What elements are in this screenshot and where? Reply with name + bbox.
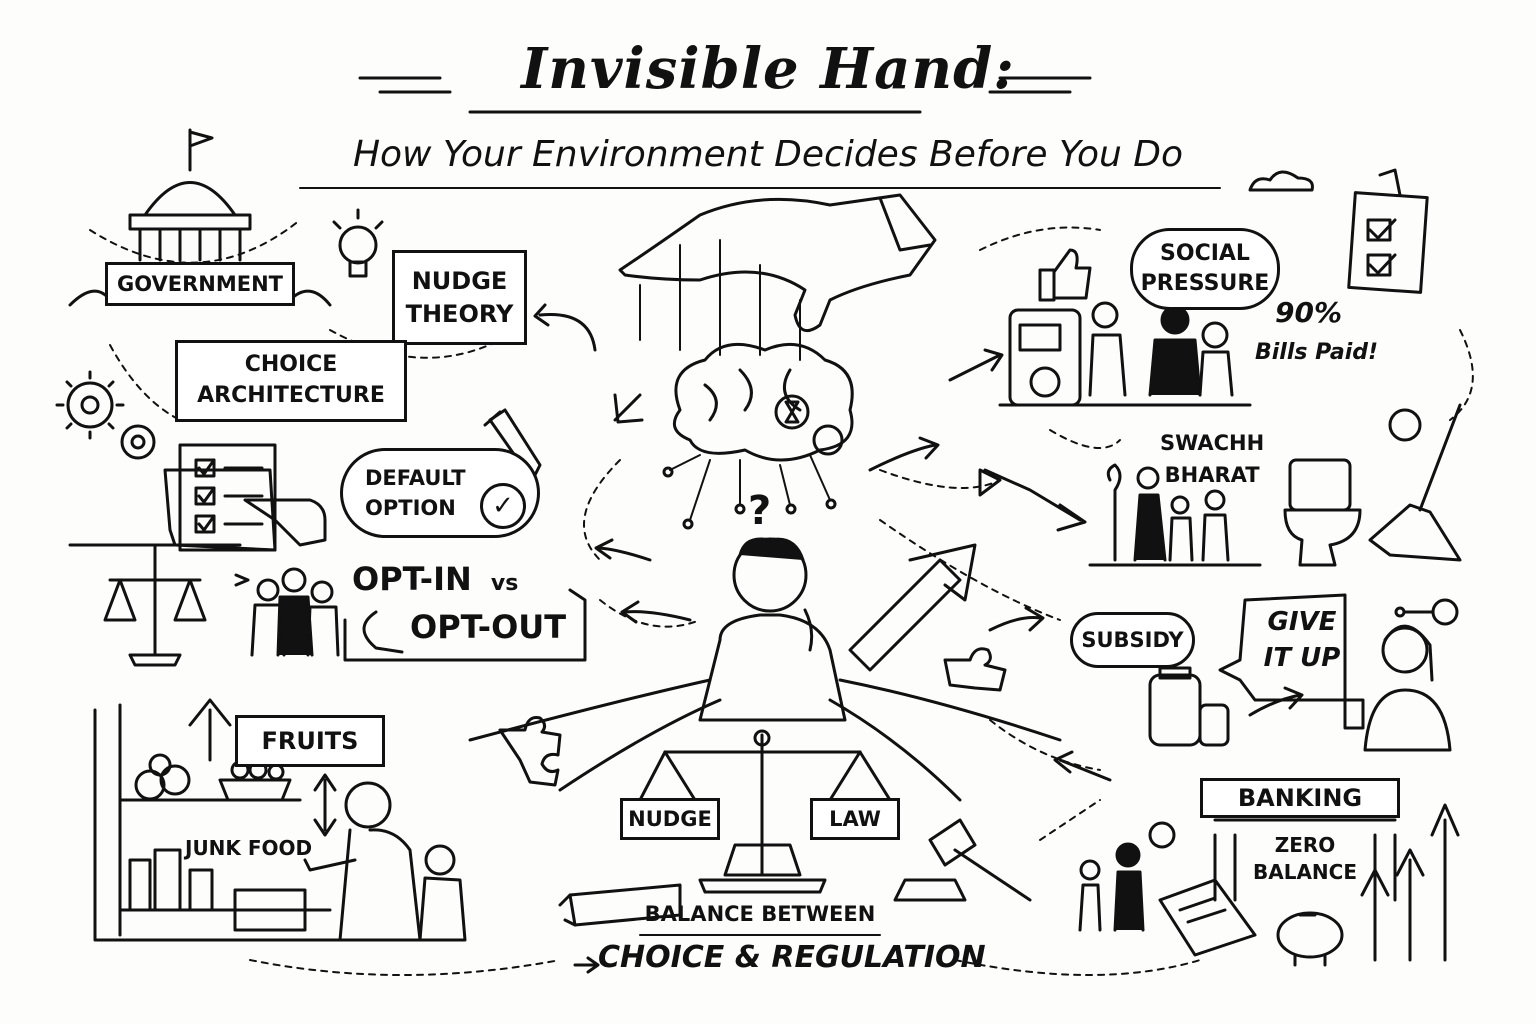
swachh-line1: SWACHH (1160, 428, 1264, 460)
give-it-up-line2: IT UP (1262, 640, 1342, 676)
checkmark-circle-icon: ✓ (480, 483, 526, 529)
puppeteer-hand-icon (620, 195, 935, 360)
subsidy-bubble: SUBSIDY (1070, 612, 1195, 668)
people-group-icon (252, 569, 338, 655)
gears-icon (57, 372, 154, 458)
nudge-theory-line1: NUDGE (412, 265, 508, 297)
key-icon (1396, 600, 1457, 624)
piggy-bank-icon (1278, 913, 1342, 965)
growth-arrows-icon (1362, 805, 1458, 960)
banking-banner: BANKING (1200, 778, 1400, 818)
checklist-icon (1349, 170, 1427, 292)
government-label: GOVERNMENT (117, 272, 283, 296)
woman-smartphone-icon (1345, 626, 1450, 750)
page-title: Invisible Hand: (0, 36, 1536, 102)
balance-caption-line1: BALANCE BETWEEN (640, 902, 880, 926)
fruits-label: FRUITS (262, 727, 359, 755)
government-banner: GOVERNMENT (105, 262, 295, 306)
give-it-up-label: GIVE IT UP (1262, 604, 1342, 677)
signpost-icon (850, 545, 975, 670)
broom-icon (1370, 405, 1460, 560)
question-mark: ? (748, 488, 771, 534)
road-right (840, 680, 1060, 740)
small-scale-icon (70, 545, 240, 665)
law-scale-label: LAW (829, 807, 881, 831)
road-right-edge (830, 700, 960, 800)
opt-curve-arrow (364, 612, 402, 652)
swachh-line2: BHARAT (1160, 460, 1264, 492)
give-it-up-line1: GIVE (1262, 604, 1342, 640)
nudge-theory-sign: NUDGE THEORY (392, 250, 527, 345)
puzzle-piece-icon-right (945, 649, 1005, 690)
subsidy-label: SUBSIDY (1081, 628, 1183, 652)
opt-out-label: OPT-OUT (410, 608, 566, 646)
balance-caption-line2: CHOICE & REGULATION (598, 940, 938, 975)
checklist-clipboard-icon (165, 445, 325, 550)
page-subtitle: How Your Environment Decides Before You … (0, 134, 1536, 175)
gas-cylinder-icon (1150, 668, 1228, 745)
zero-balance-line1: ZERO (1240, 832, 1370, 859)
zero-balance-label: ZERO BALANCE (1240, 832, 1370, 886)
choice-architecture-line1: CHOICE (245, 350, 338, 381)
crowd-icon (1000, 303, 1250, 405)
default-option-line2: OPTION (365, 493, 456, 523)
nudge-scale-pan: NUDGE (620, 798, 720, 840)
law-scale-pan: LAW (810, 798, 900, 840)
gavel-icon (895, 820, 1030, 900)
choice-architecture-box: CHOICE ARCHITECTURE (175, 340, 407, 422)
puzzle-piece-icon (500, 718, 560, 786)
shopper-person-icon (305, 783, 465, 940)
social-pressure-bubble: SOCIAL PRESSURE (1130, 228, 1280, 310)
junk-food-label: JUNK FOOD (185, 836, 312, 860)
bills-paid-label: Bills Paid! (1255, 340, 1378, 365)
fruits-sign: FRUITS (235, 715, 385, 767)
updown-arrow-icon (315, 775, 335, 835)
social-pressure-line2: PRESSURE (1141, 269, 1270, 299)
passbook-icon (1160, 880, 1255, 955)
percent-label: 90% (1275, 296, 1342, 329)
thumbs-up-icon (1040, 250, 1090, 300)
road-left-edge (560, 700, 720, 790)
up-arrow-icon (190, 700, 230, 760)
nudge-theory-line2: THEORY (406, 298, 514, 330)
thinking-person-icon (700, 539, 845, 720)
toilet-icon (1285, 410, 1420, 565)
lightbulb-icon (334, 210, 382, 276)
bill-device-icon (1010, 310, 1080, 405)
banking-label: BANKING (1238, 784, 1362, 812)
swachh-bharat-label: SWACHH BHARAT (1160, 428, 1264, 491)
vs-label: vs (491, 571, 518, 596)
social-pressure-line1: SOCIAL (1160, 239, 1250, 269)
bank-customers-icon (1080, 823, 1174, 930)
zero-balance-line2: BALANCE (1240, 859, 1370, 886)
opt-in-label: OPT-IN (352, 560, 472, 598)
opt-in-row: OPT-IN vs (352, 560, 518, 598)
choice-architecture-line2: ARCHITECTURE (197, 381, 385, 412)
nudge-scale-label: NUDGE (628, 807, 712, 831)
default-option-line1: DEFAULT (365, 463, 466, 493)
